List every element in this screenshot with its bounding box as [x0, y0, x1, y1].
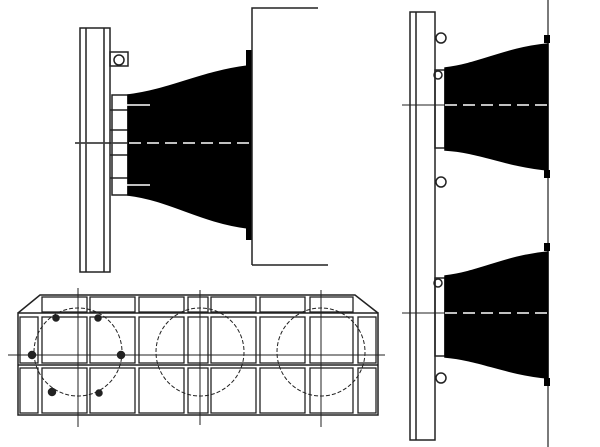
wall-line — [251, 7, 318, 265]
cone-fender — [127, 65, 249, 229]
cone-fender-lower — [444, 251, 549, 379]
frame-panel — [79, 27, 111, 273]
side-view-right — [402, 0, 556, 447]
side-view-left — [75, 7, 328, 273]
frame-panel — [409, 11, 436, 441]
bracket-icon — [435, 32, 447, 44]
bracket-icon — [435, 372, 447, 384]
bracket-icon — [113, 54, 125, 66]
plan-view — [8, 288, 385, 427]
bracket-icon — [435, 176, 447, 188]
cone-fender-upper — [444, 43, 549, 171]
